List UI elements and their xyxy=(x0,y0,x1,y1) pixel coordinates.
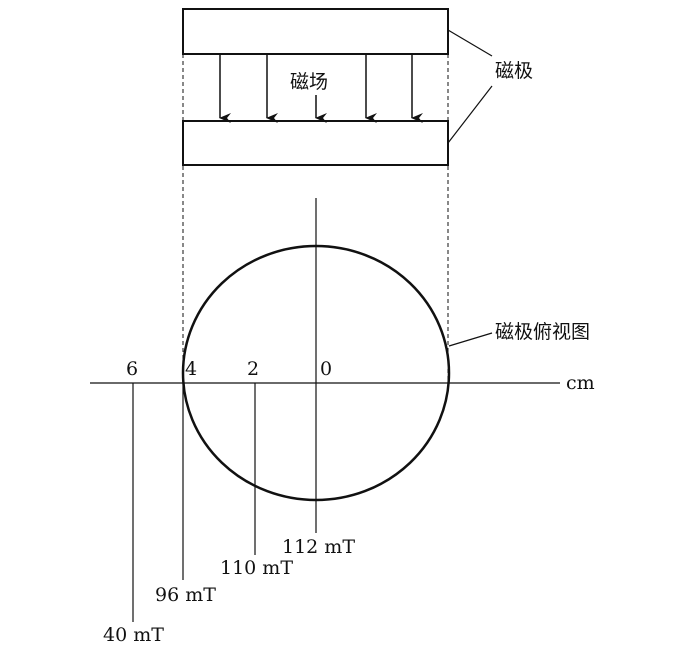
pole-leader-lower xyxy=(447,85,493,144)
upper-pole xyxy=(182,8,449,55)
lower-pole xyxy=(182,120,449,166)
pole-label: 磁极 xyxy=(495,60,533,82)
tick-label-6: 6 xyxy=(126,358,138,380)
pole-top-view-leader xyxy=(448,332,493,347)
pole-leader-upper xyxy=(447,29,493,57)
reading-96mT: 96 mT xyxy=(155,584,216,606)
field-arrows xyxy=(219,54,423,123)
reading-112mT: 112 mT xyxy=(282,536,355,558)
tick-label-0: 0 xyxy=(320,358,332,380)
reading-40mT: 40 mT xyxy=(103,624,164,646)
field-label: 磁场 xyxy=(290,71,328,93)
tick-label-2: 2 xyxy=(247,358,259,380)
pole-top-view-label: 磁极俯视图 xyxy=(495,321,590,343)
reading-110mT: 110 mT xyxy=(220,557,293,579)
axis-unit-label: cm xyxy=(566,372,595,394)
tick-label-4: 4 xyxy=(185,358,197,380)
